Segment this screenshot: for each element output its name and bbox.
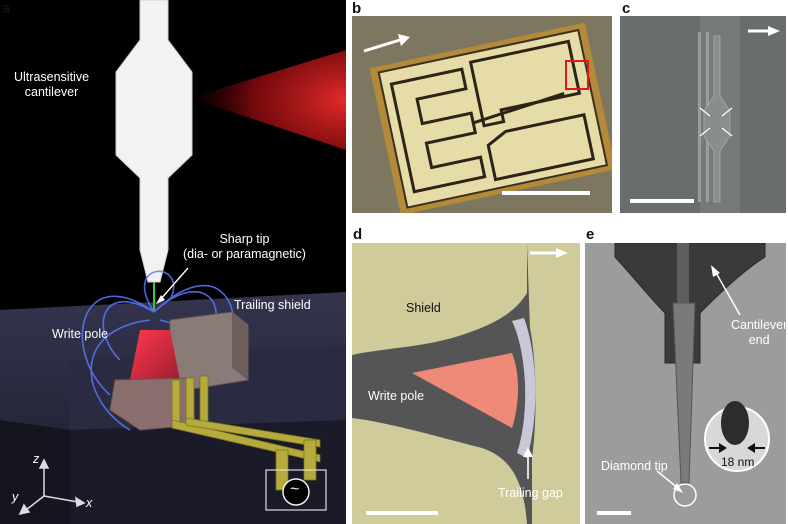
tip-circle	[673, 483, 697, 507]
cantilever-label: Ultrasensitive cantilever	[14, 70, 89, 100]
panel-label-e: e	[586, 226, 595, 243]
panel-a: Ultrasensitive cantilever Sharp tip (dia…	[0, 0, 346, 524]
trailing-shield-label: Trailing shield	[234, 298, 311, 312]
panel-b-micrograph	[352, 16, 612, 213]
ac-source	[282, 478, 310, 506]
cantilever-end-line2: end	[748, 333, 770, 347]
contact-leads	[171, 375, 321, 491]
axis-z-label: z	[33, 452, 40, 466]
scale-bar-b	[502, 191, 590, 195]
panel-e-micrograph	[585, 243, 786, 524]
panel-a-illustration	[0, 0, 346, 524]
write-pole-region	[412, 353, 518, 428]
cantilever-end-line1: Cantilever	[731, 318, 786, 332]
shield-region	[352, 243, 527, 355]
axis-y-label: y	[12, 490, 19, 504]
cantilever-label-line1: Ultrasensitive	[14, 70, 90, 84]
write-pole	[130, 330, 180, 380]
panel-label-b: b	[352, 0, 362, 17]
cantilever	[115, 0, 193, 283]
trailing-gap-region	[512, 318, 536, 458]
tip-label-line1: Sharp tip	[219, 232, 270, 246]
diamond-tip-label: Diamond tip	[601, 459, 668, 473]
panel-label-a: a	[2, 0, 11, 17]
write-pole-label: Write pole	[52, 327, 109, 341]
scale-bar-c	[630, 199, 694, 203]
panel-b	[352, 16, 612, 213]
cantilever-end-label: Cantilever end	[731, 318, 786, 348]
axes	[18, 458, 86, 516]
tip-label-line2: (dia- or paramagnetic)	[183, 247, 306, 261]
ac-source-symbol: ~	[290, 481, 300, 498]
highlight-box	[565, 60, 589, 90]
panel-d: Shield Write pole Trailing gap	[352, 243, 580, 524]
tip-label: Sharp tip (dia- or paramagnetic)	[183, 232, 306, 262]
panel-c	[620, 16, 786, 213]
laser-beam	[190, 50, 346, 150]
trailing-gap-label: Trailing gap	[498, 486, 563, 500]
scale-bar-d	[366, 511, 438, 515]
panel-d-micrograph	[352, 243, 580, 524]
scale-bar-e	[597, 511, 631, 515]
panel-e: Cantilever end Diamond tip 18 nm	[585, 243, 786, 524]
panel-label-d: d	[353, 226, 363, 243]
inset-size-label: 18 nm	[721, 455, 755, 469]
cantilever-label-line2: cantilever	[24, 85, 79, 99]
ac-source-wire	[265, 469, 327, 511]
tip-pointer	[159, 267, 189, 301]
write-pole-label-d: Write pole	[368, 389, 425, 403]
axis-x-label: x	[86, 496, 93, 510]
shield-label: Shield	[406, 301, 441, 315]
panel-c-micrograph	[620, 16, 786, 213]
panel-label-c: c	[622, 0, 631, 17]
